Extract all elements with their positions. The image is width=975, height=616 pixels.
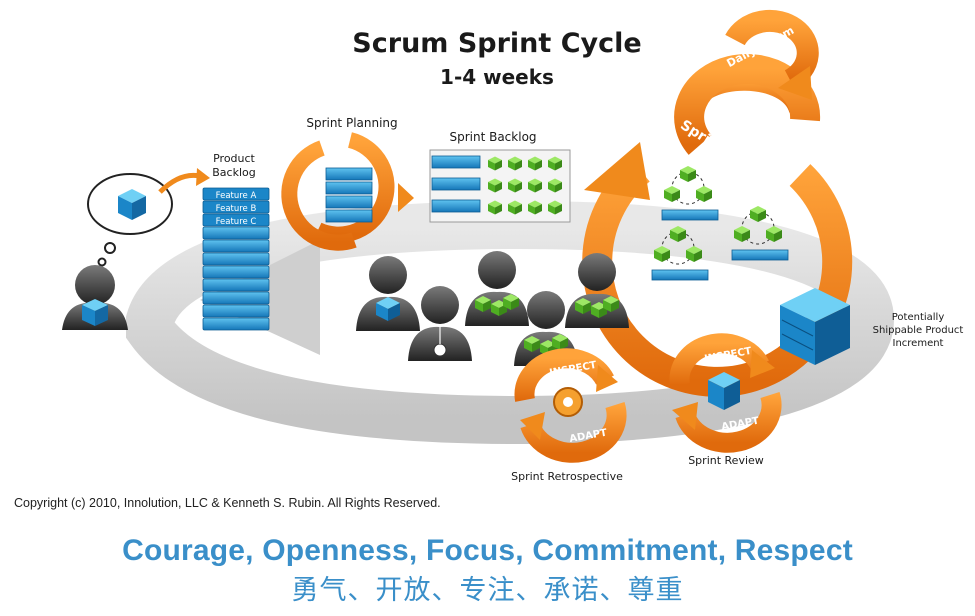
increment-label-2: Shippable Product	[873, 325, 964, 336]
product-backlog-stack	[202, 187, 270, 331]
task-cube-icon	[548, 178, 562, 193]
product-backlog-label-1: Product	[213, 152, 255, 165]
diagram-subtitle: 1-4 weeks	[440, 65, 554, 89]
head	[578, 253, 616, 291]
product-owner-figure	[62, 168, 210, 330]
execution-arrow-icon	[584, 142, 650, 200]
backlog-item-bar	[202, 291, 270, 305]
board-story-bar	[431, 155, 481, 169]
task-cube-icon	[766, 226, 782, 242]
backlog-item-bar	[202, 252, 270, 266]
daily-scrum-arrow-icon	[778, 66, 812, 100]
backlog-item-bar	[202, 226, 270, 240]
backlog-item-bar	[202, 239, 270, 253]
task-cube-icon	[680, 166, 696, 182]
sprint-review-icon	[669, 333, 782, 453]
sprint-planning-label: Sprint Planning	[306, 116, 397, 130]
increment-label-1: Potentially	[892, 312, 945, 323]
copyright-notice: Copyright (c) 2010, Innolution, LLC & Ke…	[14, 496, 441, 510]
task-cube-icon	[528, 178, 542, 193]
backlog-item-bar	[202, 200, 270, 214]
task-cube-icon	[548, 200, 562, 215]
task-cube-icon	[508, 156, 522, 171]
sprint-planning-icon	[281, 132, 414, 251]
item-cube-icon	[376, 297, 400, 321]
backlog-item-bar	[202, 213, 270, 227]
story-bar	[731, 249, 789, 261]
task-cube-icon	[686, 246, 702, 262]
idea-cube-icon	[118, 189, 146, 220]
scrum-team	[356, 251, 629, 366]
task-cube-icon	[552, 334, 568, 350]
backlog-item-bar	[202, 304, 270, 318]
board-story-bar	[431, 177, 481, 191]
task-cube-icon	[488, 200, 502, 215]
task-cube-icon	[475, 296, 491, 312]
backlog-item-bar	[202, 278, 270, 292]
board-story-bar	[431, 199, 481, 213]
task-cube-icon	[488, 178, 502, 193]
head	[421, 286, 459, 324]
story-bar	[661, 209, 719, 221]
task-cube-icon	[750, 206, 766, 222]
backlog-item-bar	[202, 265, 270, 279]
task-tree	[651, 226, 709, 281]
story-bar	[651, 269, 709, 281]
task-tree	[731, 206, 789, 261]
task-cube-icon	[734, 226, 750, 242]
product-backlog-label-2: Backlog	[212, 166, 255, 179]
sprint-execution-label: Sprint Execution	[677, 117, 796, 200]
task-cube-icon	[508, 200, 522, 215]
task-cube-icon	[670, 226, 686, 242]
task-cube-icon	[696, 186, 712, 202]
task-tree	[661, 166, 719, 221]
sprint-retrospective-label: Sprint Retrospective	[511, 470, 623, 483]
task-cube-icon	[664, 186, 680, 202]
task-cube-icon	[654, 246, 670, 262]
diagram-title: Scrum Sprint Cycle	[352, 28, 641, 59]
team-member	[465, 251, 529, 326]
backlog-item-c: Feature C	[216, 217, 257, 227]
task-cube-icon	[488, 156, 502, 171]
backlog-item-a: Feature A	[216, 191, 257, 201]
scrum-values-english: Courage, Openness, Focus, Commitment, Re…	[122, 534, 853, 567]
backlog-item-bar	[202, 317, 270, 331]
backlog-item-bar	[202, 187, 270, 201]
team-member	[356, 256, 420, 331]
sprint-backlog-label: Sprint Backlog	[449, 130, 536, 144]
execution-task-trees	[651, 166, 789, 281]
whistle-badge-icon	[433, 343, 447, 357]
task-cube-icon	[508, 178, 522, 193]
head	[527, 291, 565, 329]
product-increment-icon	[780, 288, 850, 365]
task-cube-icon	[575, 298, 591, 314]
increment-label-3: Increment	[893, 338, 944, 349]
sprint-backlog-board	[429, 149, 571, 223]
task-cube-icon	[548, 156, 562, 171]
backlog-item-b: Feature B	[216, 204, 257, 214]
sprint-review-label: Sprint Review	[688, 454, 764, 467]
head	[478, 251, 516, 289]
team-member	[565, 253, 629, 328]
task-cube-icon	[524, 336, 540, 352]
team-member	[408, 286, 472, 361]
task-cube-icon	[528, 156, 542, 171]
scrum-values-chinese: 勇气、开放、专注、承诺、尊重	[291, 575, 684, 605]
task-cube-icon	[603, 296, 619, 312]
task-cube-icon	[528, 200, 542, 215]
task-cube-icon	[503, 294, 519, 310]
sprint-retrospective-icon	[514, 348, 627, 463]
head	[369, 256, 407, 294]
backlog-arrow-icon	[196, 168, 210, 186]
